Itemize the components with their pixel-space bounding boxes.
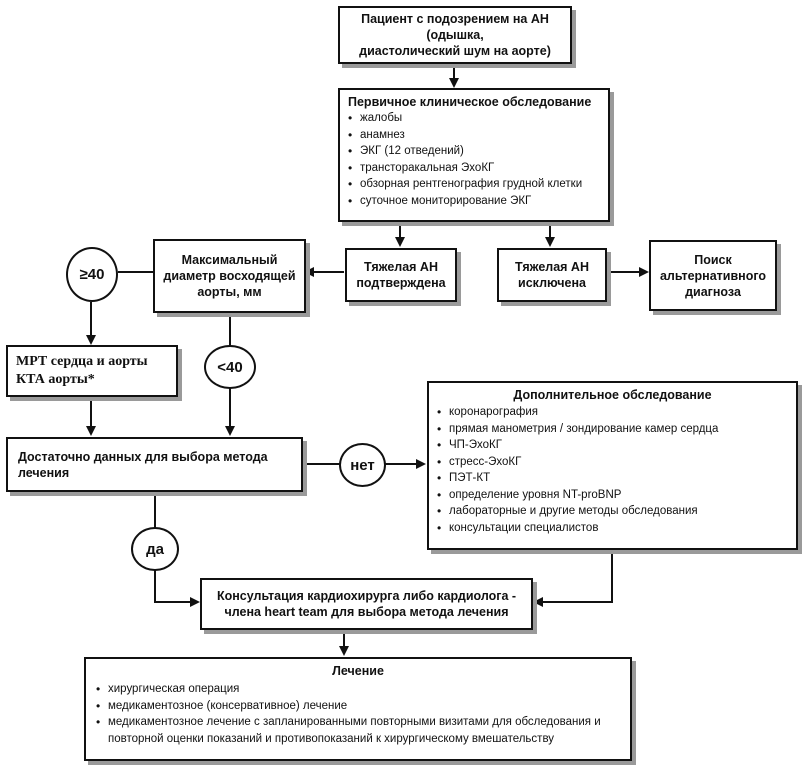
enough-data-box: Достаточно данных для выбора метода лече… (6, 437, 303, 492)
list-item: консультации специалистов (437, 520, 788, 537)
severe-an-excluded-box: Тяжелая АН исключена (497, 248, 607, 302)
no-label: нет (350, 456, 375, 474)
initial-exam-list: жалобы анамнез ЭКГ (12 отведений) транст… (348, 110, 600, 209)
list-item: суточное мониторирование ЭКГ (348, 193, 600, 210)
severe-an-excluded-line1: Тяжелая АН (515, 260, 589, 274)
mri-cta-line1: МРТ сердца и аорты (16, 354, 148, 369)
mri-cta-box: МРТ сердца и аорты КТА аорты* (6, 345, 178, 397)
list-item: медикаментозное (консервативное) лечение (96, 698, 620, 715)
aorta-diameter-line1: Максимальный (181, 253, 278, 267)
aorta-diameter-box: Максимальный диаметр восходящей аорты, м… (153, 239, 306, 313)
additional-exam-list: коронарография прямая манометрия / зонди… (437, 404, 788, 536)
suspected-an-line2: диастолический шум на аорте) (359, 44, 551, 58)
initial-exam-title: Первичное клиническое обследование (348, 95, 592, 109)
heart-team-consult-line2: члена heart team для выбора метода лечен… (224, 605, 509, 619)
treatment-list: хирургическая операция медикаментозное (… (96, 681, 620, 731)
heart-team-consult-box: Консультация кардиохирурга либо кардиоло… (200, 578, 533, 630)
list-item: прямая манометрия / зондирование камер с… (437, 421, 788, 438)
list-item: ЭКГ (12 отведений) (348, 143, 600, 160)
severe-an-confirmed-box: Тяжелая АН подтверждена (345, 248, 457, 302)
alternative-diagnosis-box: Поиск альтернативного диагноза (649, 240, 777, 311)
alternative-diagnosis-line3: диагноза (685, 284, 741, 299)
alternative-diagnosis-line2: альтернативного (659, 268, 767, 283)
lt40-label: <40 (217, 358, 243, 376)
ge40-label: ≥40 (79, 266, 105, 283)
list-item: ПЭТ-КТ (437, 470, 788, 487)
list-item: стресс-ЭхоКГ (437, 454, 788, 471)
list-item: хирургическая операция (96, 681, 620, 698)
alternative-diagnosis-line1: Поиск (694, 252, 732, 267)
list-item: жалобы (348, 110, 600, 127)
list-item: ЧП-ЭхоКГ (437, 437, 788, 454)
list-item: анамнез (348, 127, 600, 144)
list-item: лабораторные и другие методы обследовани… (437, 503, 788, 520)
additional-exam-box: Дополнительное обследование коронарограф… (427, 381, 798, 550)
lt40-decision-node: <40 (204, 345, 256, 389)
severe-an-excluded-line2: исключена (518, 276, 586, 290)
arrow-additional-to-consult (533, 550, 613, 607)
mri-cta-line2: КТА аорты* (16, 372, 95, 387)
enough-data-line1: Достаточно данных для выбора метода (18, 449, 268, 464)
severe-an-confirmed-line2: подтверждена (356, 276, 446, 290)
heart-team-consult-line1: Консультация кардиохирурга либо кардиоло… (216, 589, 517, 603)
yes-label: да (146, 540, 164, 558)
list-item: медикаментозное лечение с запланированны… (96, 714, 620, 731)
list-item: определение уровня NT-proBNP (437, 487, 788, 504)
list-item: коронарография (437, 404, 788, 421)
ge40-decision-node: ≥40 (66, 247, 118, 302)
aorta-diameter-line2: диаметр восходящей (163, 269, 296, 283)
list-item: трансторакальная ЭхоКГ (348, 160, 600, 177)
treatment-title: Лечение (332, 664, 384, 678)
no-decision-node: нет (339, 443, 386, 487)
treatment-continuation: повторной оценки показаний и противопока… (108, 732, 555, 745)
arrow-yes-to-consult (154, 570, 200, 607)
additional-exam-title: Дополнительное обследование (513, 388, 712, 402)
initial-exam-box: Первичное клиническое обследование жалоб… (338, 88, 610, 222)
severe-an-confirmed-line1: Тяжелая АН (364, 260, 438, 274)
suspected-an-box: Пациент с подозрением на АН (одышка, диа… (338, 6, 572, 64)
list-item: обзорная рентгенография грудной клетки (348, 176, 600, 193)
suspected-an-line1: Пациент с подозрением на АН (одышка, (361, 12, 549, 42)
aorta-diameter-line3: аорты, мм (197, 285, 262, 299)
treatment-box: Лечение хирургическая операция медикамен… (84, 657, 632, 761)
yes-decision-node: да (131, 527, 179, 571)
enough-data-line2: лечения (18, 465, 70, 480)
